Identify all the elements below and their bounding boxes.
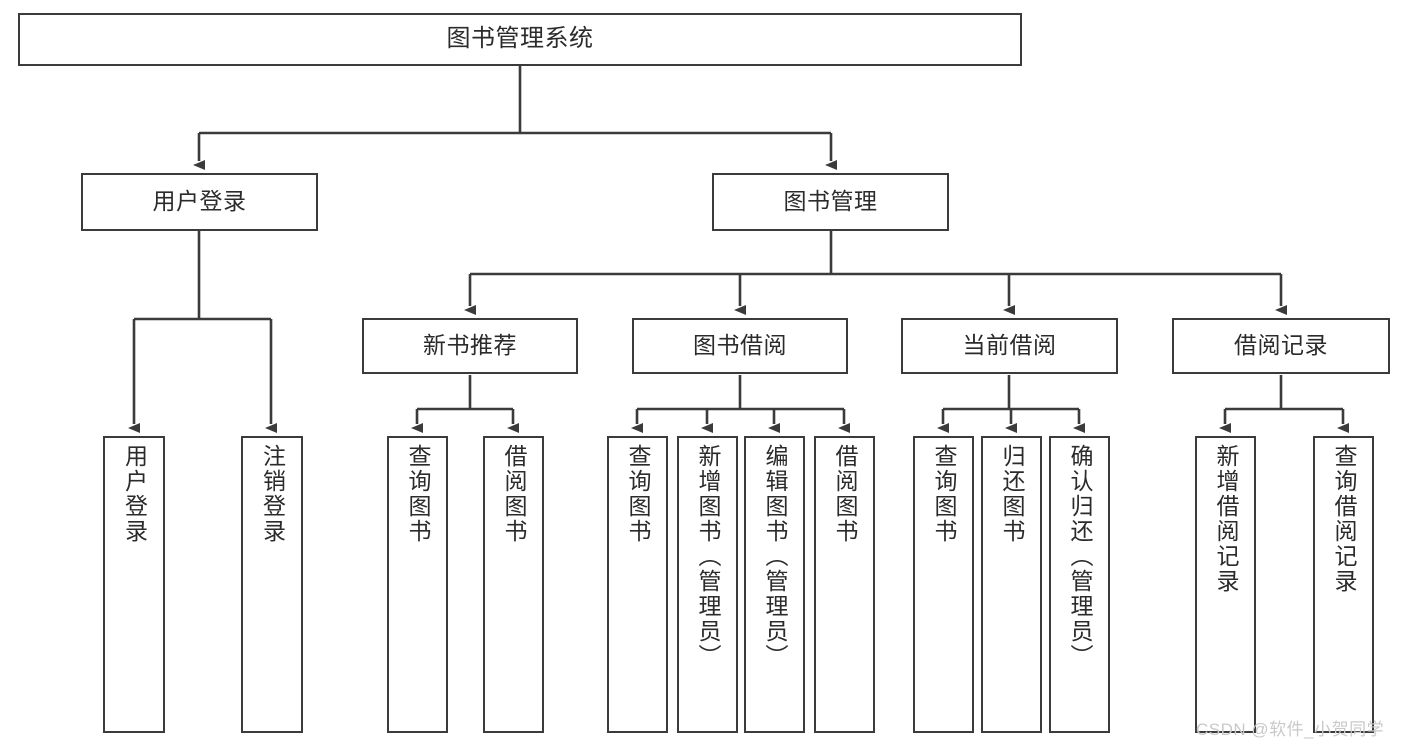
node-new-book-recommend[interactable]: 新书推荐 [362, 318, 578, 374]
node-leaf-logout-label: 注销登录 [259, 444, 286, 544]
node-leaf-query-record-label: 查询借阅记录 [1331, 444, 1357, 594]
node-leaf-query-book-a[interactable]: 查询图书 [387, 436, 448, 733]
node-current-borrow[interactable]: 当前借阅 [901, 318, 1118, 374]
csdn-watermark: CSDN @软件_小贺同学 [1196, 720, 1385, 739]
node-book-manage[interactable]: 图书管理 [712, 173, 949, 231]
node-leaf-add-book[interactable]: 新增图书（管理员） [677, 436, 738, 733]
node-leaf-borrow-book-b[interactable]: 借阅图书 [814, 436, 875, 733]
node-user-login-label: 用户登录 [152, 188, 247, 215]
node-leaf-add-record[interactable]: 新增借阅记录 [1195, 436, 1256, 733]
node-leaf-query-book-c-label: 查询图书 [931, 444, 957, 544]
node-book-manage-label: 图书管理 [783, 188, 878, 215]
node-leaf-query-book-c[interactable]: 查询图书 [913, 436, 974, 733]
node-leaf-confirm-return[interactable]: 确认归还（管理员） [1049, 436, 1110, 733]
node-leaf-borrow-book-a-label: 借阅图书 [501, 444, 527, 544]
node-leaf-logout[interactable]: 注销登录 [241, 436, 303, 733]
node-new-book-recommend-label: 新书推荐 [423, 332, 517, 359]
node-leaf-return-book-label: 归还图书 [999, 444, 1025, 544]
node-leaf-borrow-book-a[interactable]: 借阅图书 [483, 436, 544, 733]
node-book-borrow-label: 图书借阅 [693, 332, 787, 359]
node-user-login[interactable]: 用户登录 [81, 173, 318, 231]
node-leaf-user-login[interactable]: 用户登录 [103, 436, 165, 733]
node-current-borrow-label: 当前借阅 [962, 332, 1057, 359]
node-leaf-return-book[interactable]: 归还图书 [981, 436, 1042, 733]
node-leaf-user-login-label: 用户登录 [121, 444, 148, 544]
node-borrow-record[interactable]: 借阅记录 [1172, 318, 1390, 374]
node-leaf-query-book-b-label: 查询图书 [625, 444, 651, 544]
node-leaf-query-book-a-label: 查询图书 [405, 444, 431, 544]
node-leaf-add-book-label: 新增图书（管理员） [695, 444, 721, 669]
node-leaf-edit-book[interactable]: 编辑图书（管理员） [744, 436, 805, 733]
node-root-system-label: 图书管理系统 [446, 25, 594, 53]
node-leaf-edit-book-label: 编辑图书（管理员） [762, 444, 788, 669]
node-borrow-record-label: 借阅记录 [1234, 332, 1328, 359]
node-root-system[interactable]: 图书管理系统 [18, 13, 1022, 66]
node-leaf-borrow-book-b-label: 借阅图书 [832, 444, 858, 544]
node-book-borrow[interactable]: 图书借阅 [632, 318, 848, 374]
node-leaf-query-book-b[interactable]: 查询图书 [607, 436, 668, 733]
node-leaf-query-record[interactable]: 查询借阅记录 [1313, 436, 1374, 733]
node-leaf-confirm-return-label: 确认归还（管理员） [1067, 444, 1093, 669]
node-leaf-add-record-label: 新增借阅记录 [1213, 444, 1239, 594]
